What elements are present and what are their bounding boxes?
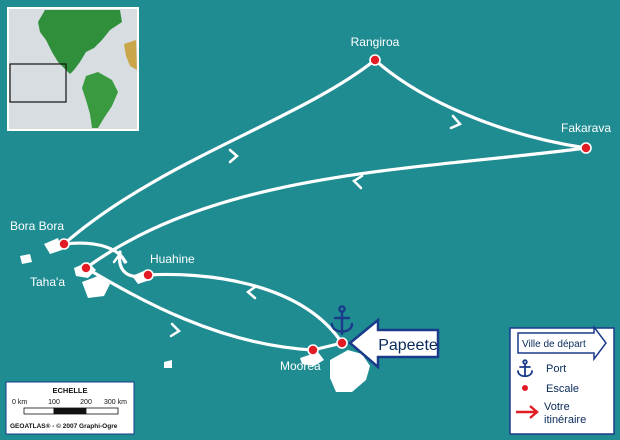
scale-tick-1: 100 <box>48 399 60 406</box>
arrow-icon <box>169 322 181 338</box>
route-tahaa-moorea <box>84 266 315 352</box>
route-papeete-huahine <box>146 272 344 345</box>
legend-stop-label: Escale <box>546 383 579 395</box>
arrow-icon <box>449 114 463 130</box>
stop-moorea <box>307 344 319 356</box>
stop-rangiroa <box>369 54 381 66</box>
legend-route-arrow-icon <box>516 405 539 419</box>
route-bora-rangiroa <box>62 58 377 246</box>
legend-port-label: Port <box>546 363 566 375</box>
island-bora-bora <box>44 238 62 254</box>
itinerary-routes <box>62 58 588 352</box>
papeete-callout: Papeete <box>348 317 440 370</box>
arrow-icon <box>245 285 257 300</box>
inset-highlight-box <box>9 63 67 103</box>
scale-tick-3: 300 km <box>104 399 127 406</box>
legend-start-arrow <box>517 324 607 362</box>
stop-tahaa <box>80 262 92 274</box>
label-tahaa: Taha'a <box>30 275 65 289</box>
island-raiatea <box>82 276 110 298</box>
arrow-icon <box>112 251 128 264</box>
scale-title: ECHELLE <box>52 386 87 395</box>
anchor-icon <box>330 305 354 336</box>
legend-route-label-2: itinéraire <box>544 414 586 426</box>
scale-tick-0: 0 km <box>12 399 27 406</box>
scale-tick-2: 200 <box>80 399 92 406</box>
label-moorea: Moorea <box>280 359 321 373</box>
arrow-icon <box>228 148 239 164</box>
scale-bar: ECHELLE 0 km 100 200 300 km GEOATLAS® - … <box>5 381 135 435</box>
label-huahine: Huahine <box>150 252 195 266</box>
inset-map <box>7 7 139 131</box>
route-fakarava-tahaa <box>84 146 588 270</box>
label-fakarava: Fakarava <box>561 121 611 135</box>
legend-route-label-1: Votre <box>544 401 570 413</box>
route-direction-arrows <box>112 114 463 338</box>
label-rangiroa: Rangiroa <box>351 35 400 49</box>
stop-bora-bora <box>58 238 70 250</box>
legend: Ville de départ Port Escale Votre itinér… <box>509 324 615 435</box>
legend-stop-dot <box>521 384 529 392</box>
legend-start-label: Ville de départ <box>522 339 586 350</box>
stops <box>58 54 592 356</box>
stop-fakarava <box>580 142 592 154</box>
arrow-icon <box>352 174 364 190</box>
legend-anchor-icon <box>517 359 533 378</box>
stop-papeete <box>336 337 348 349</box>
route-rangiroa-fakarava <box>373 58 588 150</box>
label-papeete: Papeete <box>378 337 438 354</box>
stop-huahine <box>142 269 154 281</box>
scale-credit: GEOATLAS® - © 2007 Graphi-Ogre <box>10 422 118 430</box>
island-tahiti <box>330 350 370 392</box>
island-moorea <box>300 352 324 366</box>
label-bora-bora: Bora Bora <box>10 219 64 233</box>
